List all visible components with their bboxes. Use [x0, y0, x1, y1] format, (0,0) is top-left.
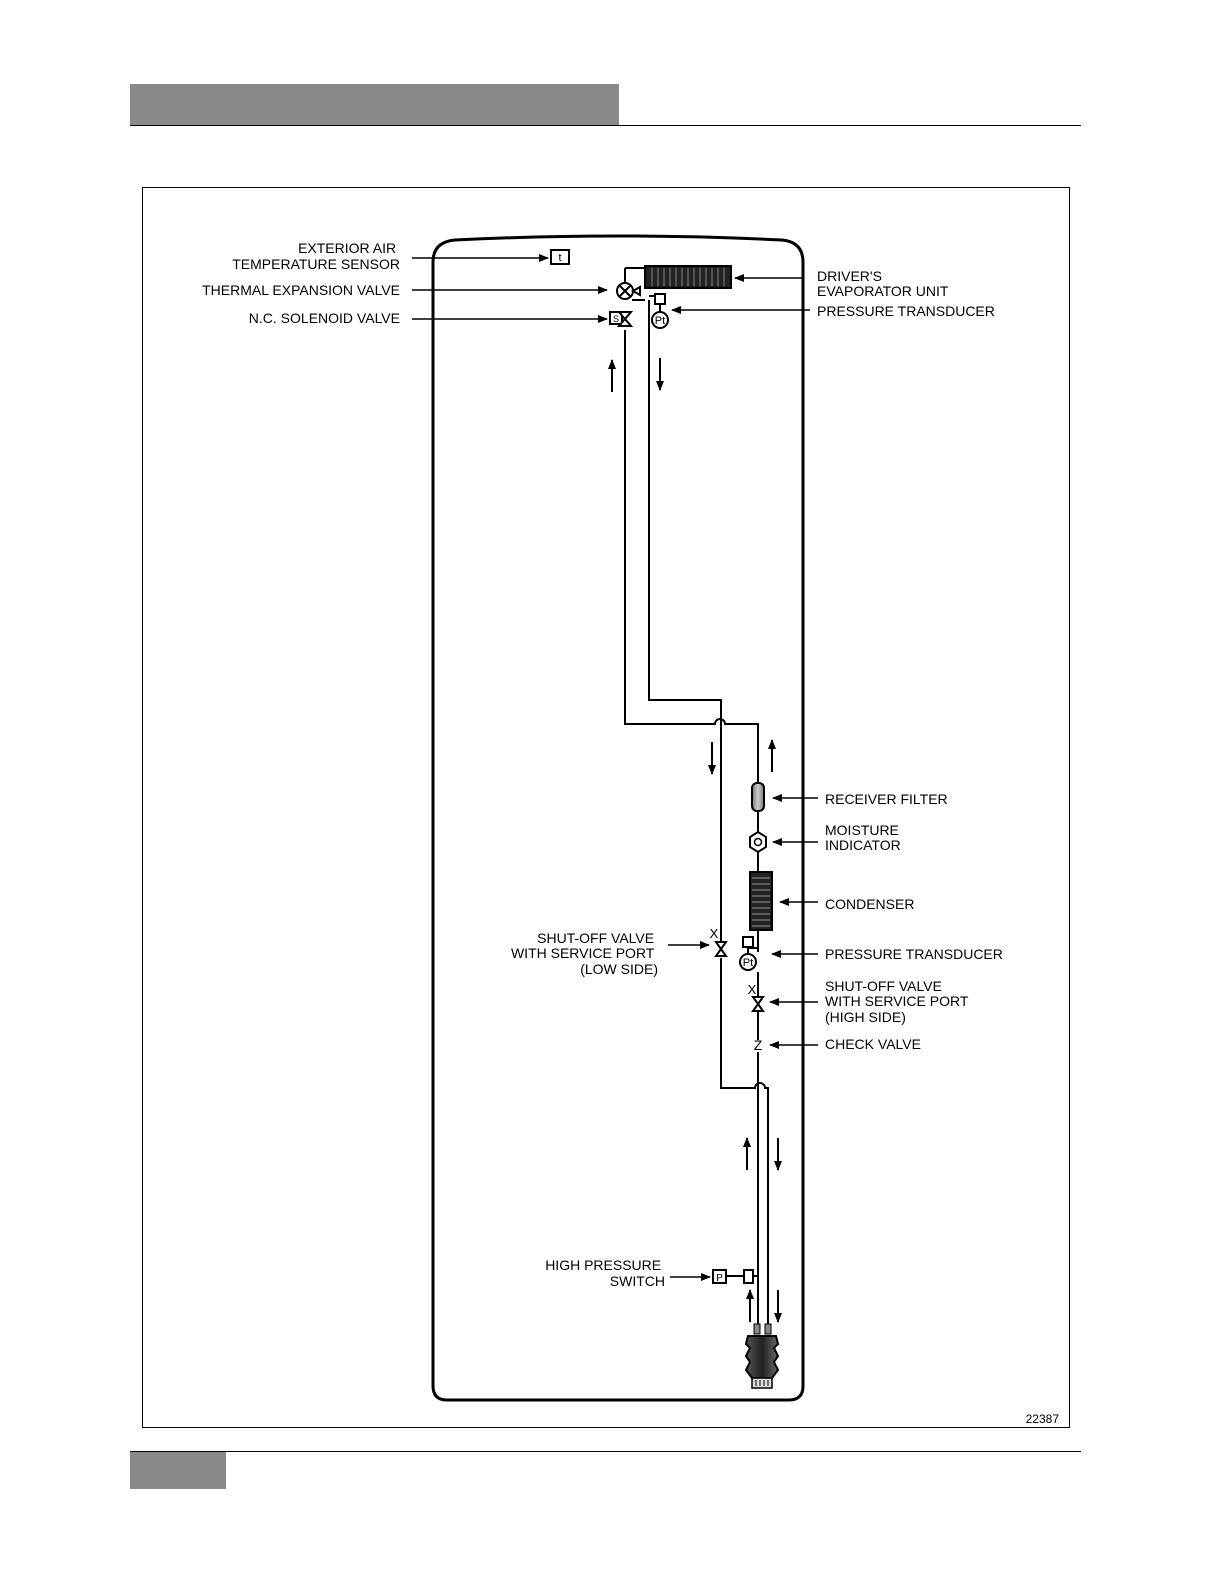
shutoff-high-marker: X	[748, 982, 757, 997]
condenser-icon	[749, 871, 773, 931]
expansion-valve-icon	[616, 282, 641, 300]
moisture-indicator-label: MOISTURE INDICATOR	[825, 822, 903, 853]
solenoid-symbol: S	[613, 314, 619, 324]
shutoff-valve-icon: X	[710, 926, 728, 957]
receiver-filter-label: RECEIVER FILTER	[825, 791, 948, 807]
evaporator-unit-label: DRIVER'S EVAPORATOR UNIT	[817, 268, 949, 299]
flow-arrow-icon	[608, 358, 782, 1323]
pressure-transducer-bottom-label: PRESSURE TRANSDUCER	[825, 946, 1003, 962]
receiver-filter-icon	[751, 782, 765, 812]
shutoff-high-label: SHUT-OFF VALVE WITH SERVICE PORT (HIGH S…	[825, 978, 972, 1025]
shutoff-low-label: SHUT-OFF VALVE WITH SERVICE PORT (LOW SI…	[511, 930, 658, 977]
check-valve-marker: Z	[754, 1037, 763, 1053]
pressure-transducer-icon: Pt	[651, 293, 669, 329]
moisture-indicator-icon	[749, 830, 767, 854]
pressure-transducer-icon: Pt	[739, 936, 757, 971]
check-valve-label: CHECK VALVE	[825, 1036, 921, 1052]
check-valve-icon: Z	[754, 1037, 763, 1053]
vehicle-outline	[431, 234, 805, 1402]
figure-number: 22387	[1026, 1412, 1060, 1426]
footer-bar	[130, 1452, 226, 1489]
header-rule	[130, 125, 1081, 126]
header-bar	[130, 84, 619, 125]
condenser-label: CONDENSER	[825, 896, 914, 912]
leader-arrows	[412, 254, 818, 1281]
pressure-switch-symbol: P	[716, 1273, 723, 1284]
exterior-air-sensor-label: EXTERIOR AIR TEMPERATURE SENSOR	[232, 240, 400, 272]
high-pressure-switch-label: HIGH PRESSURE SWITCH	[545, 1257, 665, 1289]
solenoid-valve-icon: S	[609, 311, 634, 327]
refrigerant-lines	[624, 267, 769, 1328]
solenoid-valve-label: N.C. SOLENOID VALVE	[249, 310, 400, 326]
pressure-switch-icon: P	[712, 1269, 758, 1284]
shutoff-valve-icon: X	[748, 982, 765, 1012]
evaporator-icon	[644, 265, 732, 289]
transducer-symbol-bottom: Pt	[743, 957, 753, 969]
footer-rule	[130, 1451, 1081, 1452]
transducer-symbol-top: Pt	[655, 315, 665, 327]
temp-sensor-symbol: t	[558, 252, 561, 264]
temperature-sensor-icon: t	[550, 249, 570, 265]
figure-frame	[142, 187, 1070, 1428]
compressor-icon	[744, 1323, 780, 1389]
thermal-expansion-valve-label: THERMAL EXPANSION VALVE	[202, 282, 400, 298]
pressure-transducer-top-label: PRESSURE TRANSDUCER	[817, 303, 995, 319]
shutoff-low-marker: X	[710, 926, 719, 941]
